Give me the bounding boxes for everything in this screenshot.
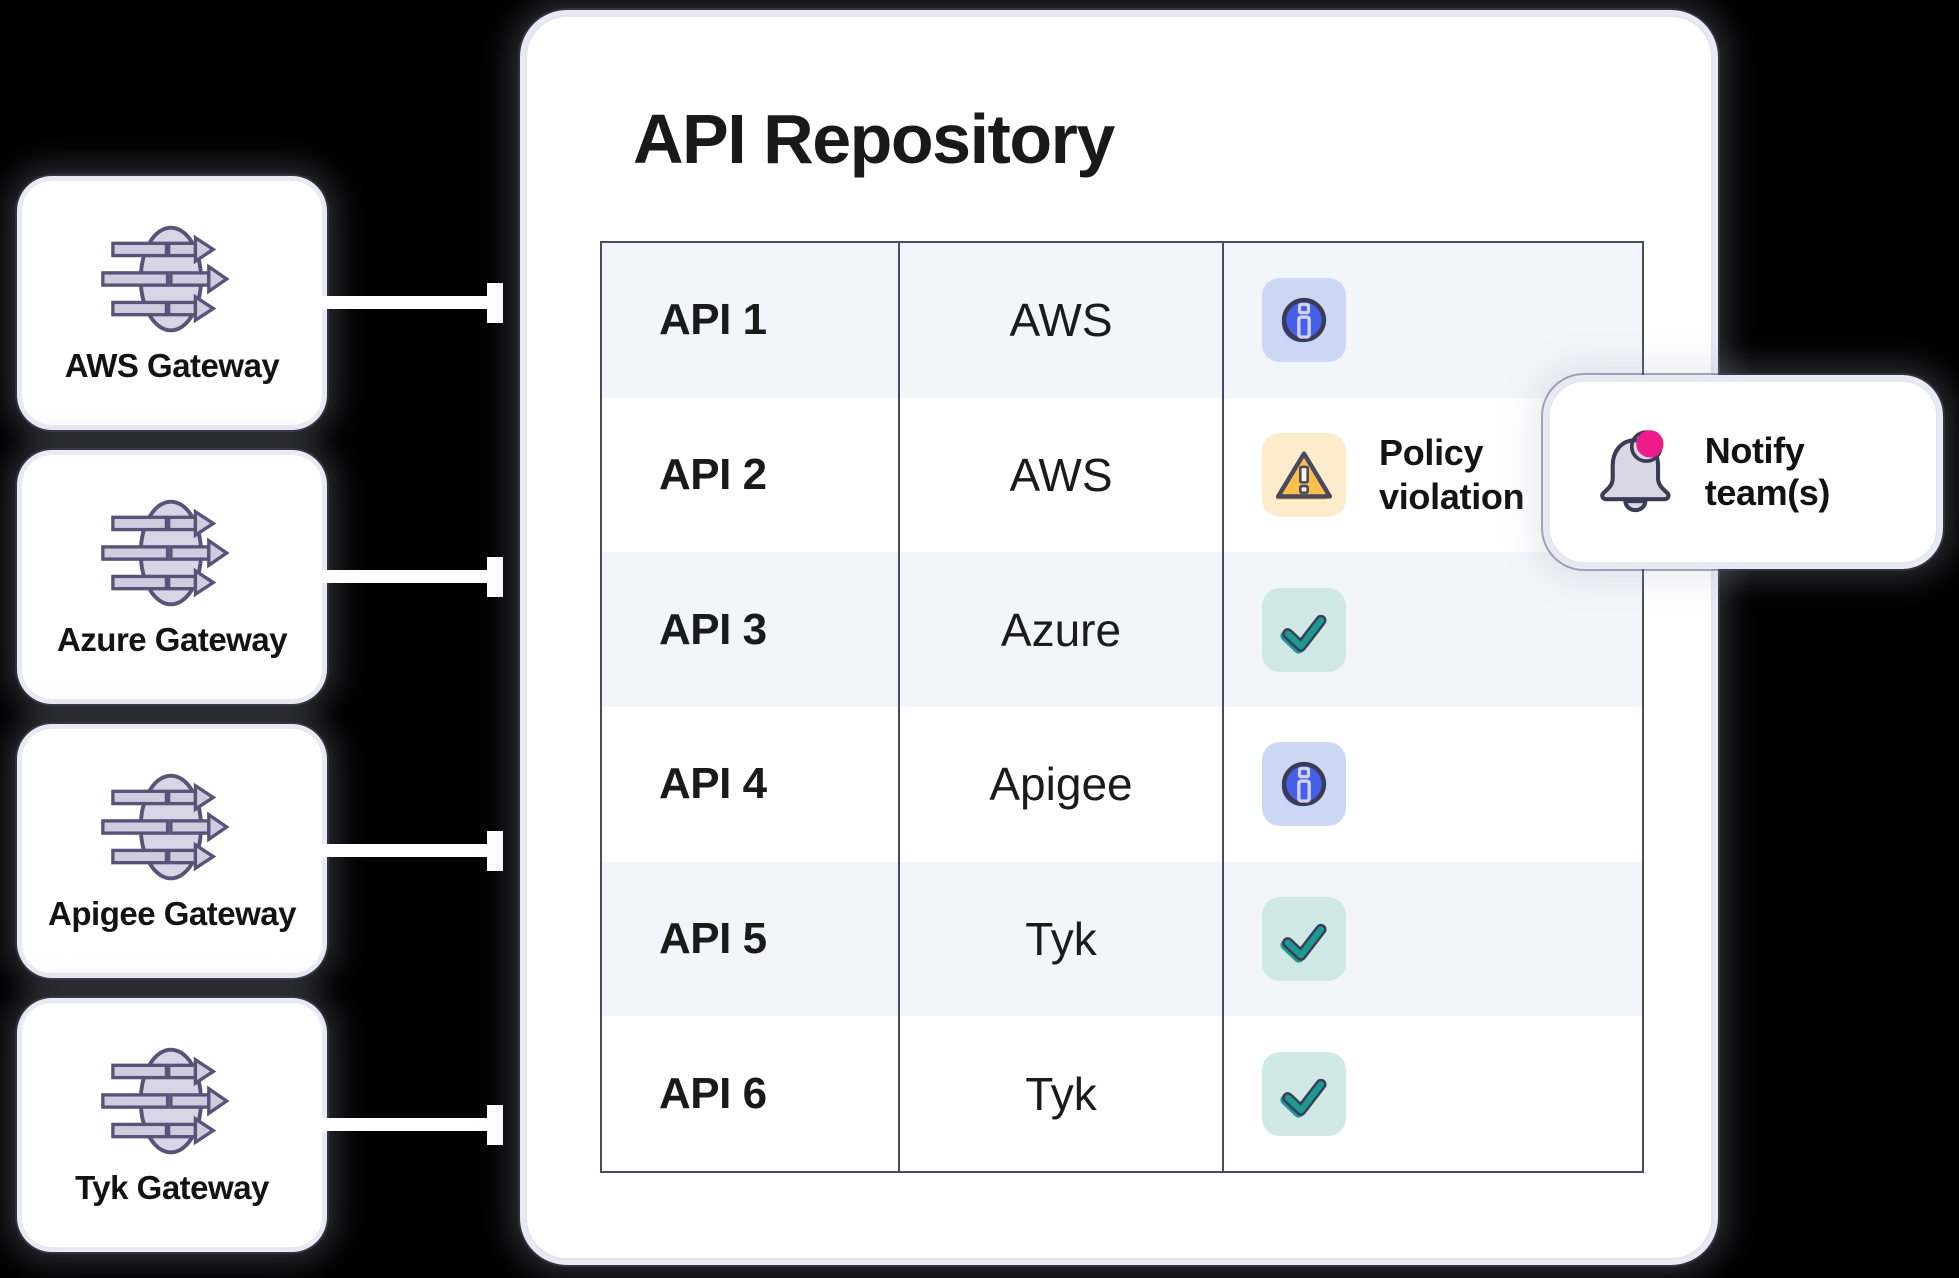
info-icon xyxy=(1281,298,1327,343)
gateway-cell: AWS xyxy=(900,397,1224,553)
connector-line-azure xyxy=(322,570,503,583)
api-name-cell: API 4 xyxy=(602,707,900,862)
notify-teams-callout: Notify team(s) xyxy=(1548,380,1938,564)
gateway-cell: Apigee xyxy=(900,707,1224,862)
gateway-cell: Azure xyxy=(900,552,1224,708)
page-title: API Repository xyxy=(633,100,1115,178)
gateway-icon xyxy=(101,773,230,881)
table-row: API 5 Tyk xyxy=(602,861,1642,1017)
api-table: API 1 AWS API 2 AWS xyxy=(600,241,1644,1173)
gateway-cell: Tyk xyxy=(900,1016,1224,1172)
api-name-cell: API 6 xyxy=(602,1016,900,1172)
gateway-card-label: Azure Gateway xyxy=(56,621,288,658)
check-icon xyxy=(1280,614,1327,654)
info-status-tile xyxy=(1262,278,1346,363)
gateway-card-label: AWS Gateway xyxy=(64,347,280,384)
warning-status-tile xyxy=(1262,433,1346,517)
bell-icon xyxy=(1600,430,1671,513)
check-icon xyxy=(1280,923,1327,963)
gateway-card-label: Apigee Gateway xyxy=(48,895,296,932)
policy-violation-label: Policy violation xyxy=(1379,432,1525,517)
notification-badge xyxy=(1636,430,1664,458)
api-name-cell: API 1 xyxy=(602,243,900,398)
gateway-card-tyk: Tyk Gateway xyxy=(22,1003,322,1247)
status-cell xyxy=(1224,1016,1642,1171)
status-cell xyxy=(1224,707,1642,862)
api-name-cell: API 5 xyxy=(602,861,900,1017)
gateway-cell: Tyk xyxy=(900,861,1224,1017)
connector-line-apigee xyxy=(322,844,503,857)
check-status-tile xyxy=(1262,897,1346,982)
warning-icon xyxy=(1275,451,1333,500)
table-row: API 1 AWS xyxy=(602,243,1642,398)
notify-teams-label: Notify team(s) xyxy=(1704,430,1831,513)
gateway-card-apigee: Apigee Gateway xyxy=(22,729,322,973)
gateway-cell: AWS xyxy=(900,243,1224,398)
api-name-cell: API 3 xyxy=(602,552,900,708)
status-cell xyxy=(1224,243,1642,398)
gateway-card-label: Tyk Gateway xyxy=(75,1169,269,1206)
table-row: API 6 Tyk xyxy=(602,1016,1642,1172)
api-repository-panel: API Repository API 1 AWS xyxy=(525,15,1713,1260)
table-row: API 4 Apigee xyxy=(602,707,1642,862)
status-cell xyxy=(1224,552,1642,707)
gateway-icon xyxy=(101,225,230,333)
info-icon xyxy=(1281,762,1327,807)
table-row: API 2 AWS Policy violation xyxy=(602,397,1642,553)
check-status-tile xyxy=(1262,1051,1346,1136)
check-status-tile xyxy=(1262,587,1346,672)
table-row: API 3 Azure xyxy=(602,552,1642,708)
gateway-icon xyxy=(101,1047,230,1155)
gateway-card-aws: AWS Gateway xyxy=(22,181,322,425)
connector-line-tyk xyxy=(322,1118,503,1131)
check-icon xyxy=(1280,1078,1327,1118)
connector-line-aws xyxy=(322,296,503,309)
info-status-tile xyxy=(1262,742,1346,827)
status-cell xyxy=(1224,862,1642,1017)
api-name-cell: API 2 xyxy=(602,397,900,553)
status-cell: Policy violation xyxy=(1224,398,1642,553)
gateway-card-azure: Azure Gateway xyxy=(22,455,322,699)
gateway-icon xyxy=(101,499,230,607)
